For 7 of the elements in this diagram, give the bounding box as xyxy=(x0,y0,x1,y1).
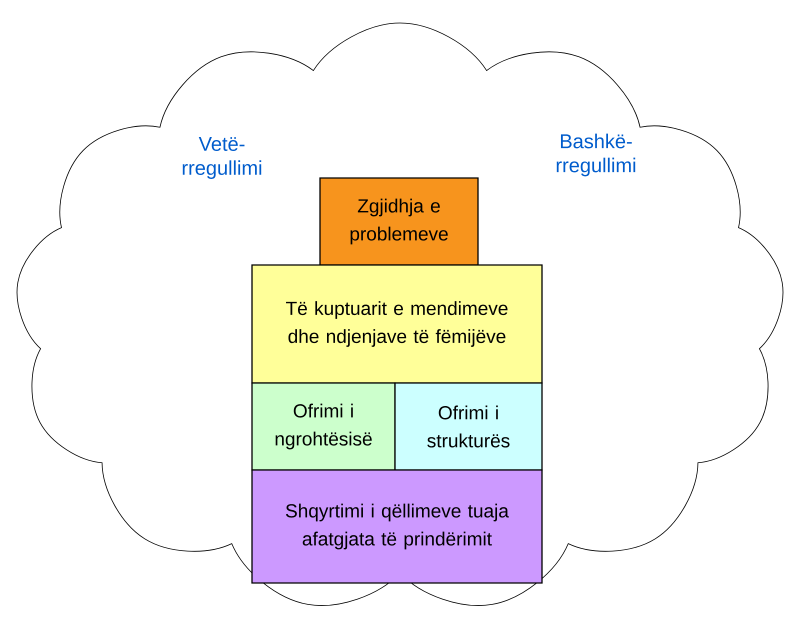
text-box: Shqyrtimi i qëllimeve tuaja afatgjata të prindërimit xyxy=(251,469,543,584)
cloud-label: Vetë- rregullimi xyxy=(182,137,262,179)
cloud-label: Bashkë- rregullimi xyxy=(556,134,636,176)
text-box: Zgjidhja e problemeve xyxy=(319,177,479,266)
text-box: Ofrimi i ngrohtësisë xyxy=(251,382,396,471)
text-box: Ofrimi i strukturës xyxy=(394,382,543,471)
text-box: Të kuptuarit e mendimeve dhe ndjenjave të fëmijëve xyxy=(251,264,543,384)
